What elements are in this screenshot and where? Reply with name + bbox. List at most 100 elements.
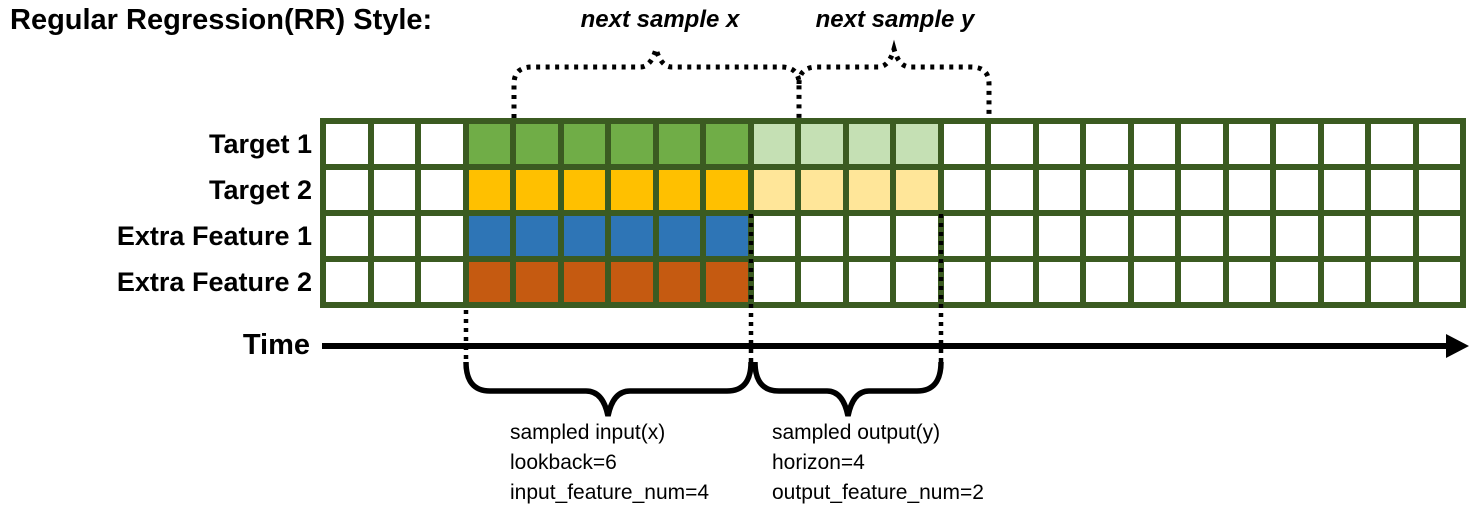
grid-cell <box>706 216 748 256</box>
grid-cell <box>421 262 463 302</box>
grid-cell <box>943 124 985 164</box>
grid-cell <box>1038 216 1080 256</box>
row-label-extra-feature-2: Extra Feature 2 <box>116 267 312 297</box>
grid-cell <box>706 170 748 210</box>
grid-cell <box>1228 262 1270 302</box>
grid-cell <box>611 262 653 302</box>
sampled-input-title: sampled input(x) <box>510 421 666 444</box>
grid-cell <box>1133 124 1175 164</box>
next-sample-x-label: next sample x <box>580 6 740 33</box>
grid-cell <box>326 124 368 164</box>
grid-cell <box>1228 124 1270 164</box>
grid-cell <box>658 216 700 256</box>
grid-cell <box>1133 170 1175 210</box>
grid-cell <box>516 124 558 164</box>
grid-cell <box>1323 216 1365 256</box>
grid-cell <box>801 262 843 302</box>
grid-cell <box>1418 216 1460 256</box>
grid-cell <box>563 124 605 164</box>
grid-cell <box>373 124 415 164</box>
grid-cell <box>516 216 558 256</box>
grid-cell <box>1133 262 1175 302</box>
grid-cell <box>706 124 748 164</box>
output-feature-num-value: output_feature_num=2 <box>772 481 984 504</box>
time-axis-arrow-head <box>1446 334 1469 358</box>
grid-cell <box>658 124 700 164</box>
grid-cell <box>753 216 795 256</box>
sample-grid <box>320 118 1466 308</box>
grid-cell <box>658 262 700 302</box>
grid-cell <box>468 124 510 164</box>
grid-cell <box>421 216 463 256</box>
grid-cell <box>1418 262 1460 302</box>
grid-cell <box>896 124 938 164</box>
grid-cell <box>611 216 653 256</box>
sampled-output-note: sampled output(y) horizon=4 output_featu… <box>772 418 984 508</box>
grid-cell <box>1276 216 1318 256</box>
grid-cell <box>516 262 558 302</box>
grid-cell <box>326 216 368 256</box>
grid-cell <box>468 262 510 302</box>
grid-cell <box>848 170 890 210</box>
lookback-value: lookback=6 <box>510 451 617 474</box>
grid-cell <box>1418 124 1460 164</box>
sampled-input-brace <box>463 361 754 417</box>
sampled-input-note: sampled input(x) lookback=6 input_featur… <box>510 418 709 508</box>
horizon-value: horizon=4 <box>772 451 865 474</box>
grid-cell <box>896 262 938 302</box>
grid-cell <box>943 262 985 302</box>
grid-cell <box>1276 124 1318 164</box>
grid-cell <box>801 170 843 210</box>
grid-cell <box>1371 170 1413 210</box>
grid-cell <box>1181 262 1223 302</box>
grid-cell <box>563 170 605 210</box>
grid-cell <box>848 216 890 256</box>
grid-cell <box>801 124 843 164</box>
grid-cell <box>991 170 1033 210</box>
diagram-title: Regular Regression(RR) Style: <box>10 4 433 36</box>
grid-cell <box>991 262 1033 302</box>
row-label-extra-feature-1: Extra Feature 1 <box>116 221 312 251</box>
grid-cell <box>373 262 415 302</box>
time-axis-label: Time <box>242 329 310 361</box>
grid-cell <box>1086 170 1128 210</box>
grid-cell <box>1276 170 1318 210</box>
grid-cell <box>1038 170 1080 210</box>
next-sample-y-label: next sample y <box>815 6 975 33</box>
grid-cell <box>563 262 605 302</box>
grid-cell <box>753 262 795 302</box>
next-sample-x-brace <box>511 39 802 118</box>
grid-cell <box>991 216 1033 256</box>
grid-cell <box>1418 170 1460 210</box>
grid-cell <box>1086 216 1128 256</box>
grid-cell <box>1086 262 1128 302</box>
grid-cell <box>1323 262 1365 302</box>
grid-cell <box>1228 170 1270 210</box>
grid-cell <box>516 170 558 210</box>
grid-cell <box>611 170 653 210</box>
grid-cell <box>468 216 510 256</box>
sampled-output-brace <box>752 361 944 417</box>
grid-cell <box>1133 216 1175 256</box>
grid-cell <box>1323 124 1365 164</box>
grid-cell <box>943 170 985 210</box>
grid-cell <box>373 216 415 256</box>
grid-cell <box>991 124 1033 164</box>
grid-cell <box>1038 124 1080 164</box>
grid-cell <box>896 170 938 210</box>
grid-cell <box>943 216 985 256</box>
grid-cell <box>801 216 843 256</box>
grid-cell <box>326 170 368 210</box>
grid-cell <box>326 262 368 302</box>
row-label-target-2: Target 2 <box>208 175 312 205</box>
grid-cell <box>373 170 415 210</box>
grid-cell <box>1181 124 1223 164</box>
grid-cell <box>753 170 795 210</box>
grid-cell <box>1371 262 1413 302</box>
grid-cell <box>421 124 463 164</box>
grid-cell <box>848 262 890 302</box>
row-label-target-1: Target 1 <box>208 129 312 159</box>
grid-cell <box>1086 124 1128 164</box>
next-sample-y-brace <box>796 39 992 118</box>
